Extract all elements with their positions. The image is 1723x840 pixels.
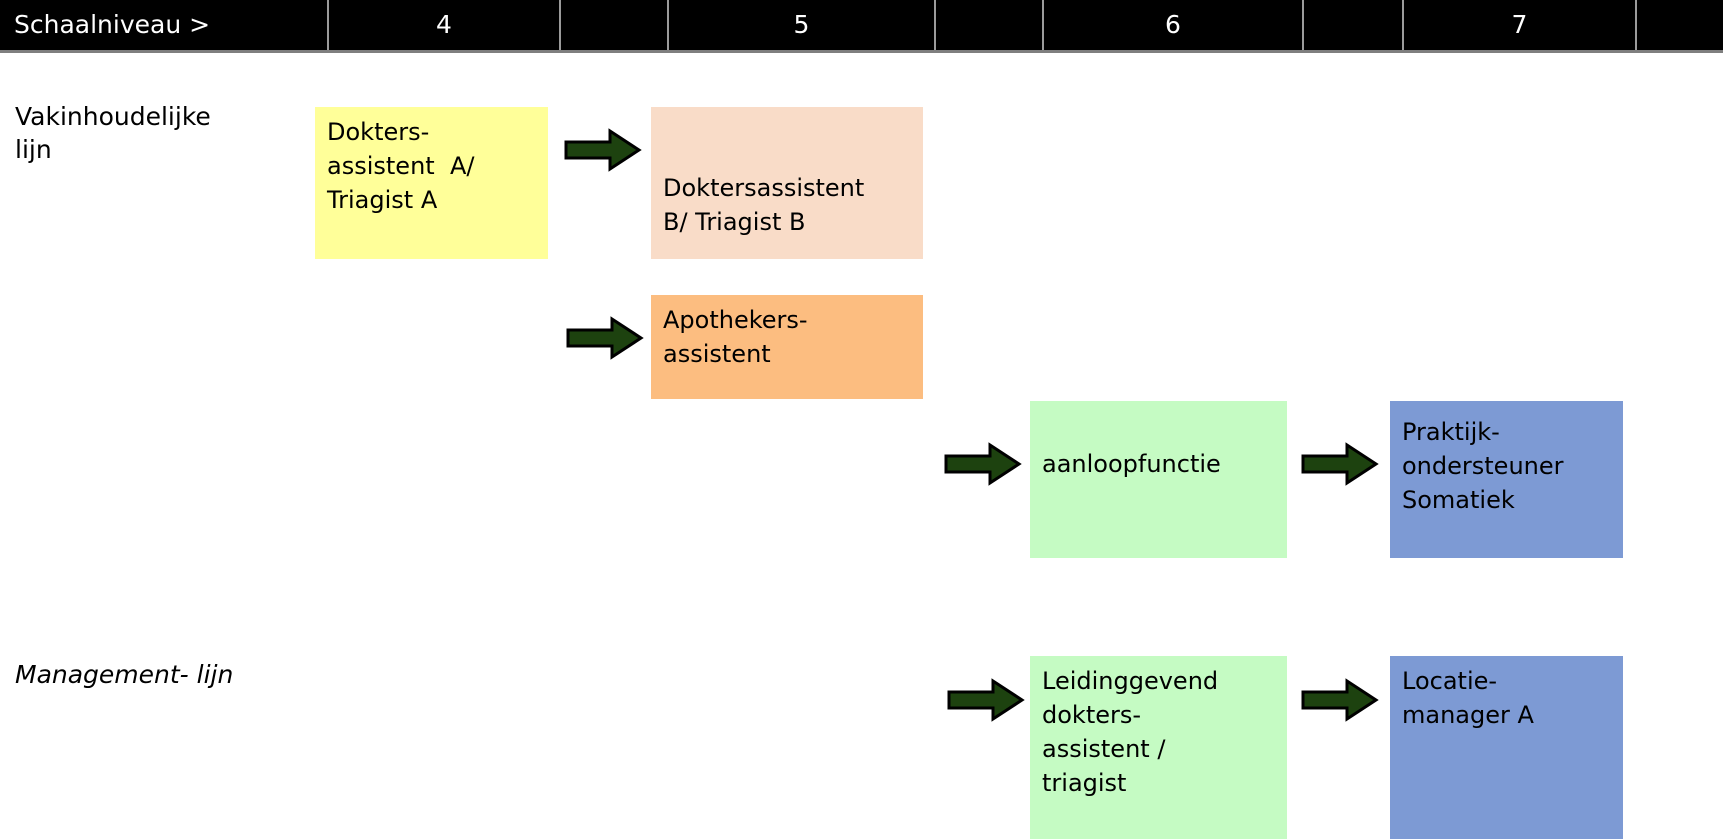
scale-level-header: Schaalniveau > 4 5 6 7: [0, 0, 1723, 53]
scale-spacer: [1637, 0, 1723, 50]
box-doktersassistent-b-triagist-b: Doktersassistent B/ Triagist B: [651, 107, 923, 259]
scale-level-7: 7: [1404, 0, 1635, 50]
scale-header-label: Schaalniveau >: [0, 0, 327, 50]
box-praktijkondersteuner-somatiek: Praktijk- ondersteuner Somatiek: [1390, 401, 1623, 558]
arrow-right-icon-to-praktijkondersteuner: [1301, 441, 1379, 487]
row-label-vakinhoudelijke-lijn: Vakinhoudelijke lijn: [15, 102, 211, 164]
scale-spacer: [1304, 0, 1402, 50]
box-apothekersassistent: Apothekers- assistent: [651, 295, 923, 399]
scale-level-6: 6: [1044, 0, 1302, 50]
row-label-management-lijn: Management- lijn: [15, 660, 234, 689]
scale-spacer: [936, 0, 1042, 50]
arrow-right-icon-to-locatiemanager: [1301, 677, 1379, 723]
box-aanloopfunctie: aanloopfunctie: [1030, 401, 1287, 558]
arrow-right-icon-to-apothekersassistent: [566, 315, 644, 361]
scale-level-5: 5: [669, 0, 934, 50]
scale-level-4: 4: [329, 0, 559, 50]
arrow-right-icon-to-aanloopfunctie: [944, 441, 1022, 487]
arrow-right-icon-a-to-b: [564, 127, 642, 173]
box-locatiemanager-a: Locatie- manager A: [1390, 656, 1623, 839]
box-doktersassistent-a-triagist-a: Dokters- assistent A/ Triagist A: [315, 107, 548, 259]
scale-spacer: [561, 0, 667, 50]
arrow-right-icon-to-leidinggevend: [947, 677, 1025, 723]
box-leidinggevend-doktersassistent-triagist: Leidinggevend dokters- assistent / triag…: [1030, 656, 1287, 839]
